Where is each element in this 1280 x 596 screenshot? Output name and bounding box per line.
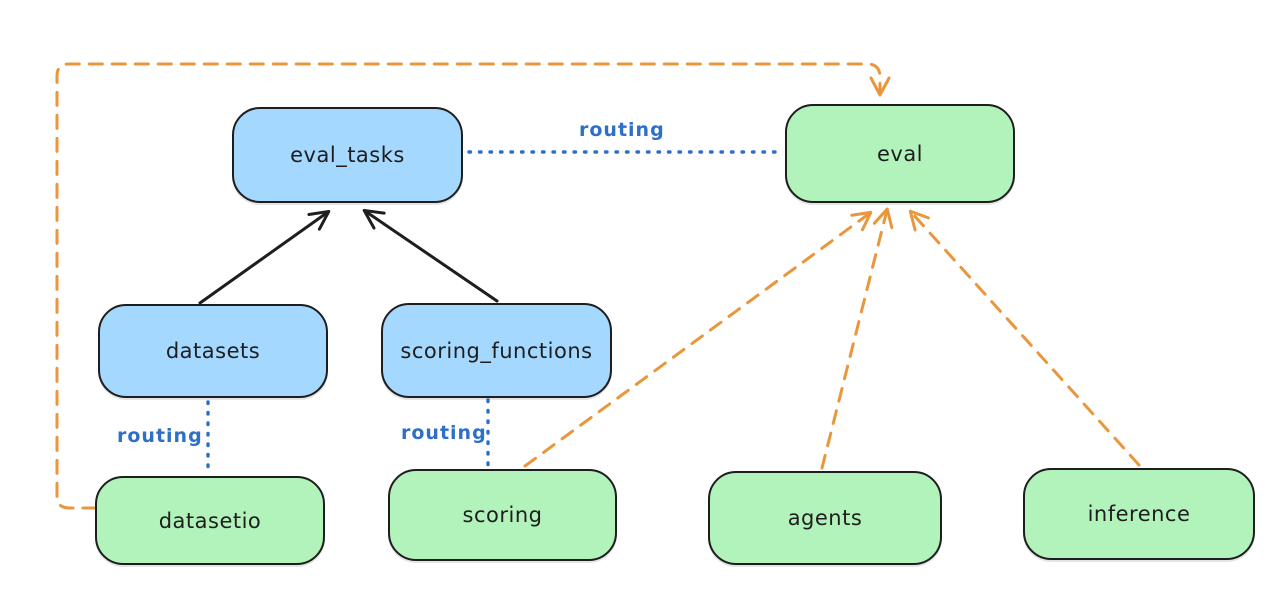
node-scoring-functions-label: scoring_functions — [400, 338, 593, 363]
node-scoring-functions: scoring_functions — [381, 303, 612, 398]
node-scoring: scoring — [388, 469, 617, 561]
node-eval-label: eval — [876, 141, 924, 166]
node-inference: inference — [1023, 468, 1255, 560]
edge-label-routing-eval: routing — [579, 119, 665, 141]
node-agents: agents — [708, 471, 942, 565]
node-datasets-label: datasets — [165, 339, 261, 363]
node-eval-tasks: eval_tasks — [232, 107, 463, 203]
node-agents-label: agents — [787, 506, 863, 530]
edge-scoring_functions-to-eval_tasks — [362, 208, 499, 303]
node-inference-label: inference — [1087, 502, 1191, 526]
edge-datasets-to-eval_tasks — [198, 209, 331, 305]
edge-agents-to-eval — [820, 207, 894, 470]
node-datasetio: datasetio — [95, 476, 325, 565]
node-eval: eval — [785, 104, 1015, 203]
node-scoring-label: scoring — [462, 503, 543, 527]
edge-label-routing-scoring: routing — [401, 422, 487, 444]
edge-datasetio-to-eval — [55, 62, 891, 510]
node-datasets: datasets — [98, 304, 328, 398]
edge-scoring-to-eval — [523, 210, 873, 468]
edge-inference-to-eval — [908, 209, 1141, 467]
node-eval-tasks-label: eval_tasks — [290, 143, 405, 167]
edge-label-routing-datasetio: routing — [117, 425, 203, 447]
node-datasetio-label: datasetio — [158, 508, 262, 533]
